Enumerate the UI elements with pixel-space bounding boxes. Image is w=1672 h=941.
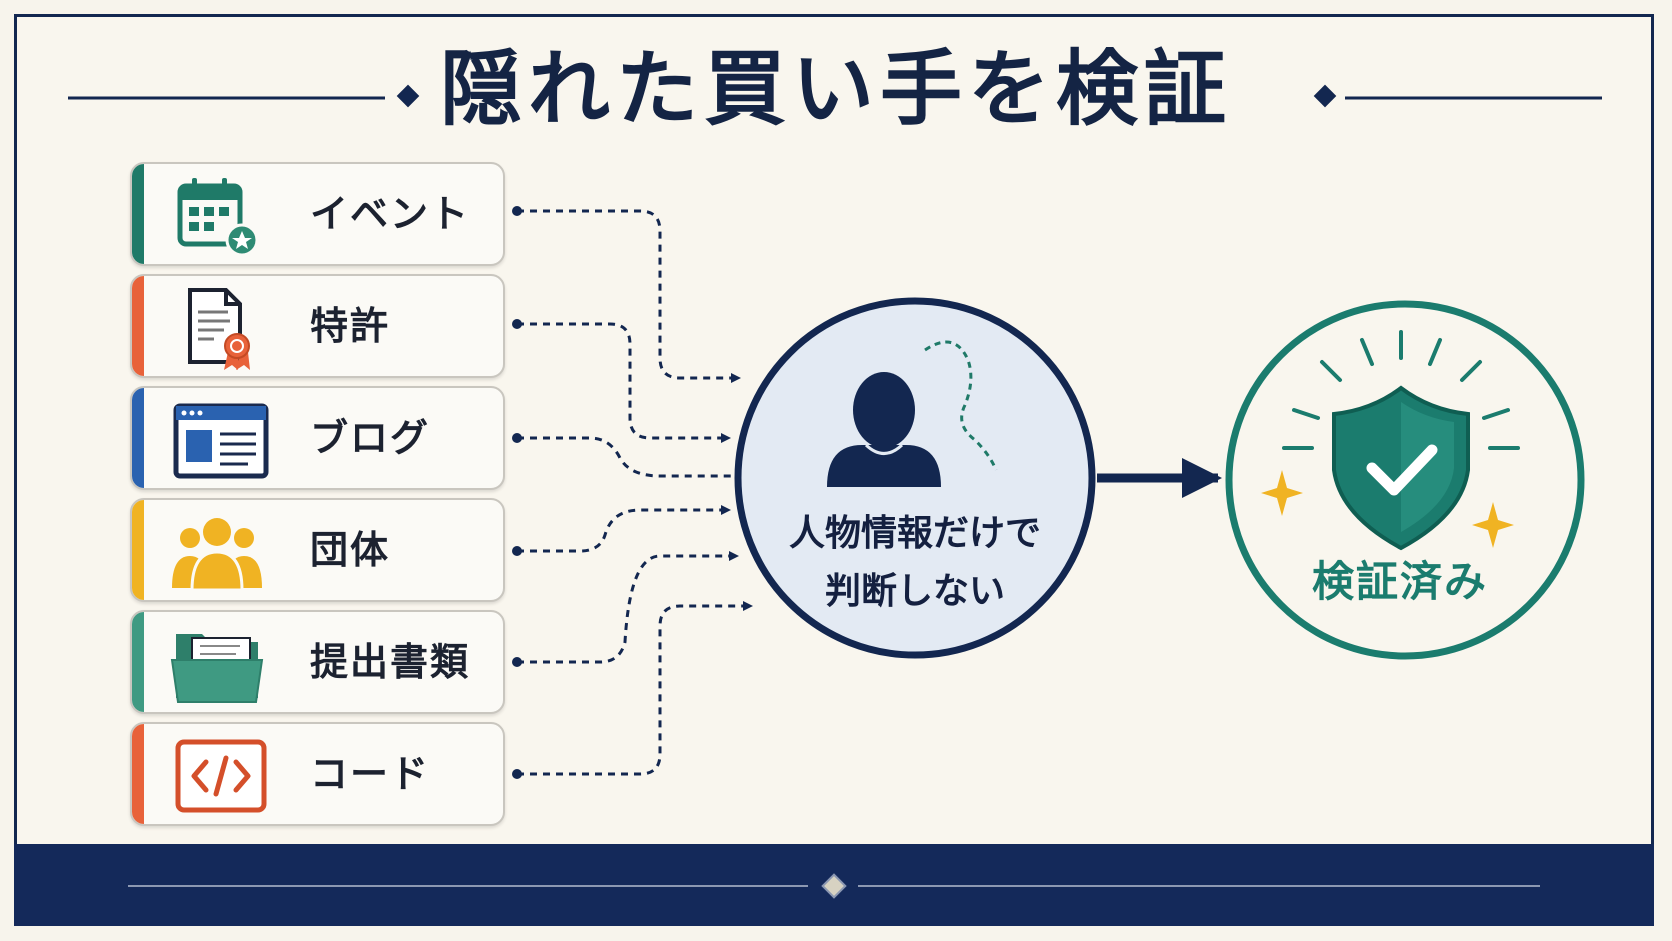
code-brackets-icon: [175, 739, 267, 813]
calendar-star-icon: [177, 178, 259, 257]
connector-dot: [512, 319, 522, 329]
people-group-icon: [172, 518, 262, 592]
card-accent-strip: [132, 164, 144, 264]
connector-blog: [517, 436, 732, 478]
card-accent-strip: [132, 276, 144, 376]
card-accent-strip: [132, 612, 144, 712]
card-accent-strip: [132, 724, 144, 824]
connector-filings: [517, 551, 739, 664]
connector-code: [517, 601, 753, 776]
center-line-1: 人物情報だけで: [788, 513, 1041, 554]
center-node-label: 人物情報だけで 判断しない: [750, 505, 1080, 621]
source-label: 特許: [310, 304, 391, 348]
title-diamond-left: [396, 84, 420, 108]
source-card-organization: 団体: [130, 498, 505, 602]
page-title: 隠れた買い手を検証: [439, 42, 1232, 137]
source-card-blog: ブログ: [130, 386, 505, 490]
folder-icon: [170, 634, 264, 703]
center-line-2: 判断しない: [824, 571, 1005, 612]
connector-event: [517, 209, 741, 383]
source-card-event: イベント: [130, 162, 505, 266]
document-award-icon: [188, 288, 250, 370]
source-card-patent: 特許: [130, 274, 505, 378]
source-card-code: コード: [130, 722, 505, 826]
source-card-filings: 提出書類: [130, 610, 505, 714]
connector-dot: [512, 206, 522, 216]
connector-patent: [517, 322, 731, 443]
burst-rays: [1282, 330, 1520, 450]
source-label: 団体: [310, 528, 391, 572]
person-icon: [827, 340, 998, 487]
title-diamond-right: [1313, 84, 1337, 108]
title-decoration: [68, 84, 1602, 108]
source-label: ブログ: [310, 416, 431, 460]
connector-dot: [512, 769, 522, 779]
source-label: 提出書類: [310, 640, 471, 684]
sparkle-icon: [1261, 470, 1303, 516]
card-accent-strip: [132, 388, 144, 488]
sparkle-icon: [1472, 502, 1514, 548]
dashed-connectors: [517, 209, 753, 776]
card-accent-strip: [132, 500, 144, 600]
verified-label: 検証済み: [1311, 557, 1488, 606]
source-label: イベント: [310, 192, 471, 236]
shield-check-icon: [1332, 385, 1470, 551]
connector-dot: [512, 433, 522, 443]
connector-organization: [517, 505, 731, 553]
connector-dot: [512, 546, 522, 556]
browser-window-icon: [173, 403, 269, 479]
footer-decoration: [128, 873, 1540, 899]
connector-dot: [512, 657, 522, 667]
source-label: コード: [310, 752, 431, 796]
